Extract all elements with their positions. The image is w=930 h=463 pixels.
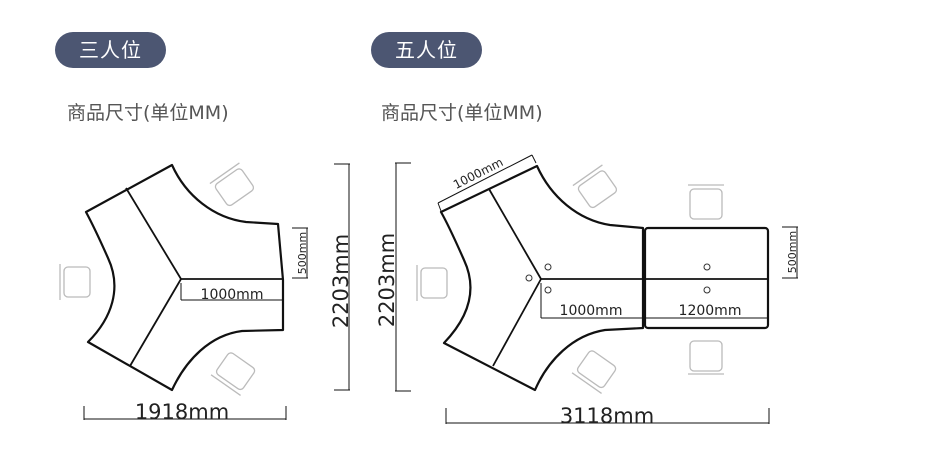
chair-icon bbox=[210, 352, 256, 396]
five-seat-desk bbox=[439, 164, 770, 392]
five-seat-arm-label: 1000mm bbox=[560, 303, 623, 319]
subtitle-three-seat: 商品尺寸(单位MM) bbox=[67, 102, 229, 124]
badge-five-seat: 五人位 bbox=[371, 32, 482, 68]
chair-icon bbox=[59, 264, 91, 300]
subtitle-five-seat: 商品尺寸(单位MM) bbox=[381, 102, 543, 124]
five-seat-ext-label: 1200mm bbox=[679, 303, 742, 319]
five-seat-depth-label: 500mm bbox=[786, 231, 799, 273]
three-seat-dimensions bbox=[83, 163, 350, 420]
five-seat-dimensions bbox=[395, 154, 798, 424]
three-seat-width-label: 1918mm bbox=[135, 400, 229, 424]
chair-icon bbox=[209, 162, 255, 207]
chair-icon bbox=[688, 184, 724, 220]
chair-icon bbox=[416, 265, 448, 301]
chair-icon bbox=[688, 340, 724, 375]
three-seat-desk bbox=[84, 163, 285, 392]
badge-three-seat: 三人位 bbox=[55, 32, 166, 68]
five-seat-width-label: 3118mm bbox=[560, 404, 654, 428]
three-seat-arm-label: 1000mm bbox=[201, 287, 264, 303]
five-seat-chairs bbox=[416, 164, 724, 394]
three-seat-height-label: 2203mm bbox=[329, 234, 353, 328]
chair-icon bbox=[571, 350, 617, 394]
chair-icon bbox=[572, 164, 618, 209]
five-seat-height-label: 2203mm bbox=[375, 233, 399, 327]
five-seat-grommets bbox=[525, 263, 711, 294]
three-seat-chairs bbox=[59, 162, 256, 396]
three-seat-depth-label: 500mm bbox=[296, 232, 309, 274]
